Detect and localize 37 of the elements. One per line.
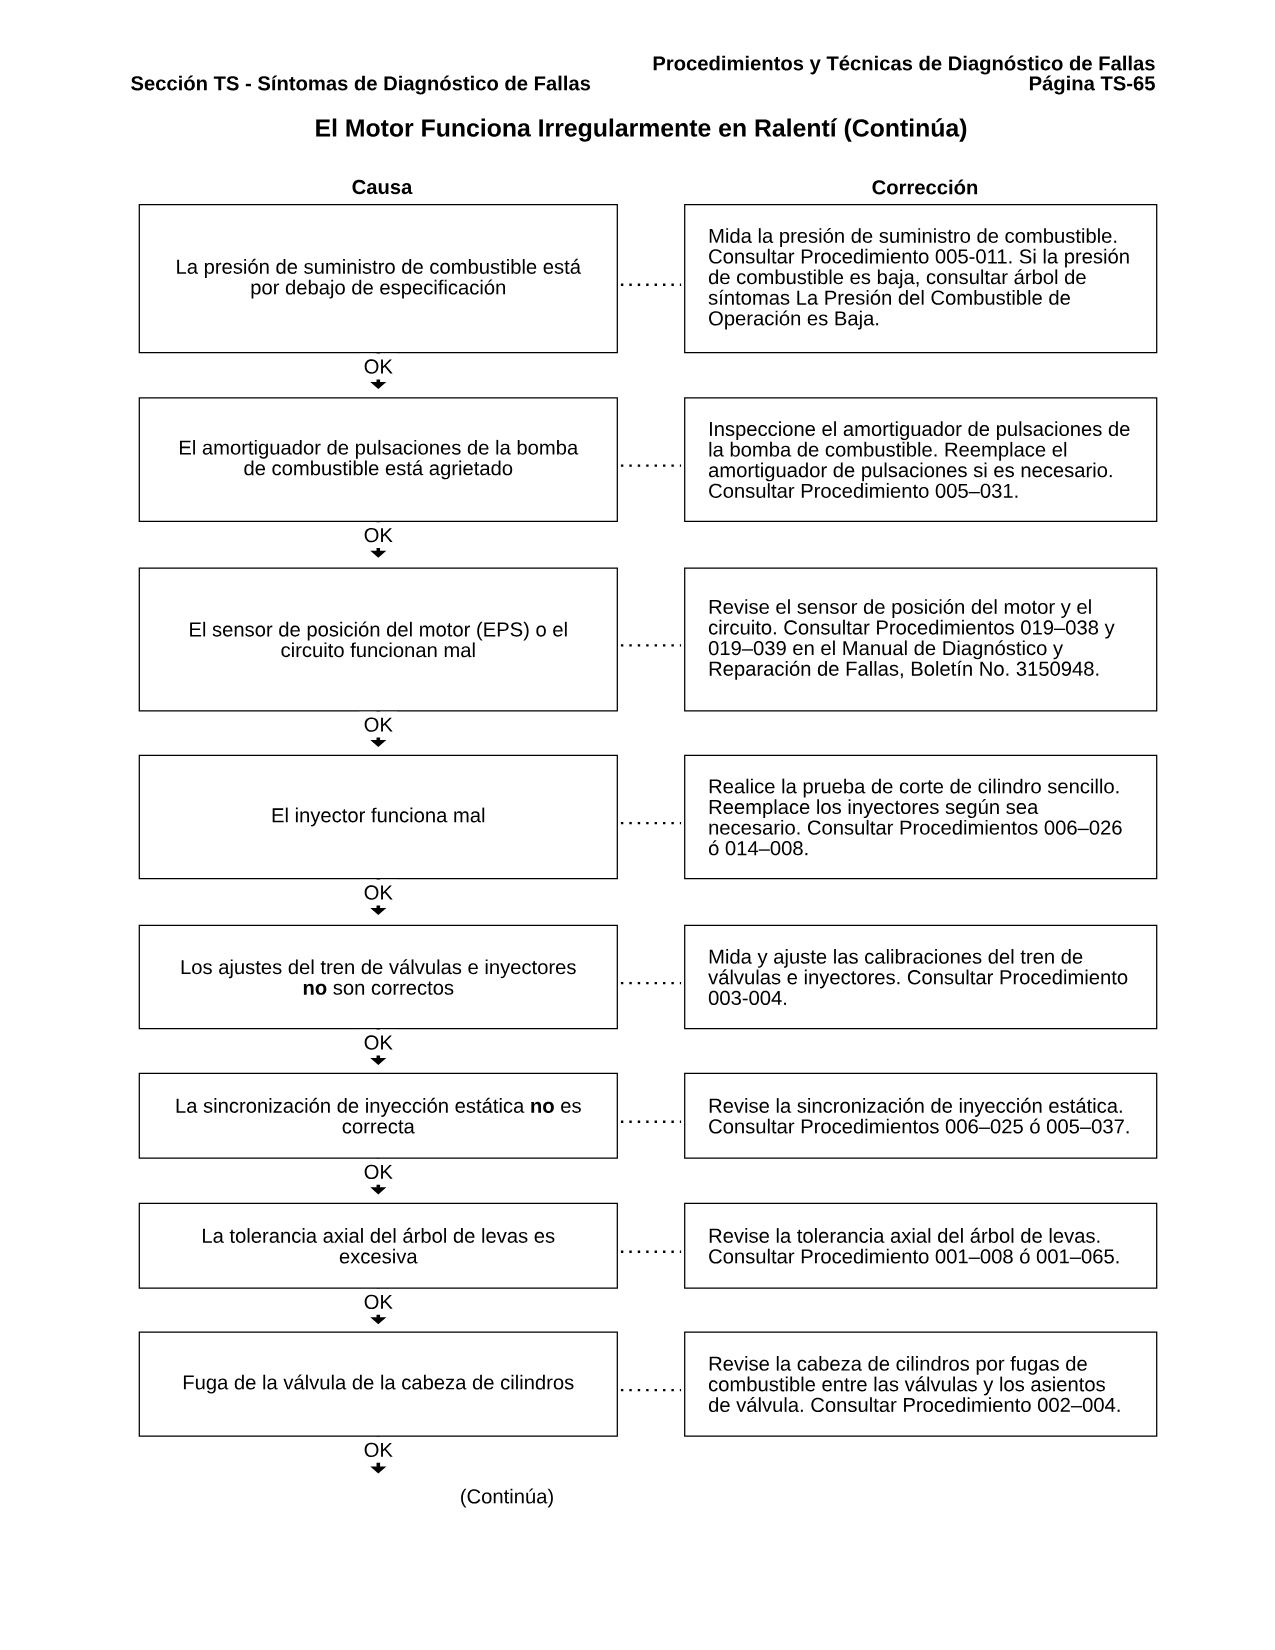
cause-box: El sensor de posición del motor (EPS) o el circuito funcionan mal [138,567,618,712]
correction-box: Revise la cabeza de cilindros por fugas de combustible entre las válvulas y los asientos de válvula. Consultar Procedimiento 002–004. [684,1331,1158,1437]
edge-label: OK [359,879,398,906]
cause-box: Fuga de la válvula de la cabeza de cilindros [138,1331,618,1437]
edge-label: OK [359,1289,398,1315]
dotted-line [620,283,682,286]
edge-label: OK [359,353,398,380]
cause-box: El inyector funciona mal [138,754,618,880]
page-title: El Motor Funciona Irregularmente en Ralentí (Continúa) [316,118,967,142]
dotted-line [620,644,682,647]
cause-box: La sincronización de inyección estática no es correcta [138,1072,618,1159]
dotted-line [620,821,682,825]
dotted-line [620,1250,682,1253]
edge-label: OK [359,1436,398,1463]
cause-box: La presión de suministro de combustible está por debajo de especificación [138,204,618,354]
correction-box: Mida y ajuste las calibraciones del tren de válvulas e inyectores. Consultar Procedimiento 003-004. [684,924,1158,1030]
dotted-line [620,981,682,985]
correction-box: Realice la prueba de corte de cilindro sencillo. Reemplace los inyectores según sea necesario. Consultar Procedimientos 006–026 ó 014–008. [684,754,1158,880]
continuation-note: (Continúa) [461,1488,553,1508]
cause-box: La tolerancia axial del árbol de levas es excesiva [138,1202,618,1289]
dotted-line [620,1120,682,1123]
correction-box: Revise el sensor de posición del motor y el circuito. Consultar Procedimientos 019–038 y 019–039 en el Manual de Diagnóstico y Reparación de Fallas, Boletín No. 3150948. [684,567,1158,712]
dotted-line [620,464,682,467]
edge-label: OK [359,1159,398,1185]
cause-box: El amortiguador de pulsaciones de la bomba de combustible está agrietado [138,397,618,522]
edge-label: OK [359,1029,398,1056]
page-header: Página TS-65 [1029,75,1155,95]
correction-box: Mida la presión de suministro de combustible. Consultar Procedimiento 005-011. Si la presión de combustible es baja, consultar árbol de síntomas La Presión del Combustible de Operación es Baja. [684,204,1158,354]
page-header: Sección TS - Síntomas de Diagnóstico de Fallas [131,75,591,95]
correction-box: Revise la tolerancia axial del árbol de levas. Consultar Procedimiento 001–008 ó 001–065. [684,1202,1158,1289]
correction-box: Inspeccione el amortiguador de pulsaciones de la bomba de combustible. Reemplace el amortiguador de pulsaciones si es necesario. Consultar Procedimiento 005–031. [684,397,1158,522]
edge-label: OK [359,711,398,738]
edge-label: OK [359,522,398,548]
dotted-line [620,1388,682,1392]
cause-box: Los ajustes del tren de válvulas e inyectores no son correctos [138,924,618,1030]
correction-box: Revise la sincronización de inyección estática. Consultar Procedimientos 006–025 ó 005–037. [684,1072,1158,1159]
page-header: Procedimientos y Técnicas de Diagnóstico de Fallas [653,55,1155,75]
